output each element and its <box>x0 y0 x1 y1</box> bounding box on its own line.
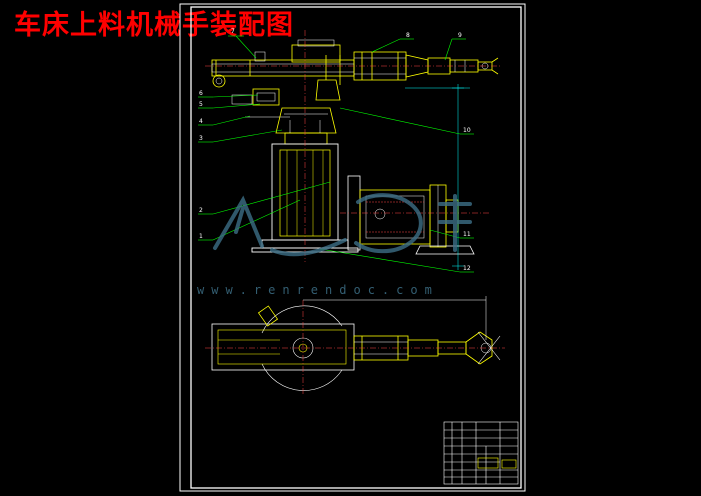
title-block <box>443 421 519 485</box>
callout-8: 8 <box>406 32 410 39</box>
renrendoc-logo <box>213 193 472 257</box>
callout-9: 9 <box>458 32 462 39</box>
column-head <box>275 107 337 145</box>
top-view <box>205 296 505 395</box>
leader-lines <box>198 35 474 273</box>
top-dimension <box>303 296 487 340</box>
callout-10: 10 <box>463 127 471 134</box>
front-view <box>205 30 500 270</box>
callout-5: 5 <box>199 101 203 108</box>
callout-4: 4 <box>199 118 203 125</box>
drawing-title: 车床上料机械手装配图 <box>14 10 294 41</box>
shoulder-joint <box>231 79 341 118</box>
upper-arm <box>211 39 355 88</box>
callout-2: 2 <box>199 207 203 214</box>
center-lines <box>205 30 500 262</box>
callout-12: 12 <box>463 265 471 272</box>
callout-11: 11 <box>463 231 471 238</box>
callout-7: 7 <box>231 28 235 35</box>
watermark-url: www.renrendoc.com <box>197 283 439 297</box>
callout-6: 6 <box>199 90 203 97</box>
callout-labels: 7 6 5 4 3 2 1 8 9 10 11 12 <box>199 28 471 272</box>
top-center-lines <box>205 300 505 395</box>
callout-3: 3 <box>199 135 203 142</box>
base-frame <box>211 305 355 371</box>
callout-1: 1 <box>199 233 203 240</box>
sheet-border <box>179 3 526 492</box>
dimension-lines <box>405 84 470 270</box>
